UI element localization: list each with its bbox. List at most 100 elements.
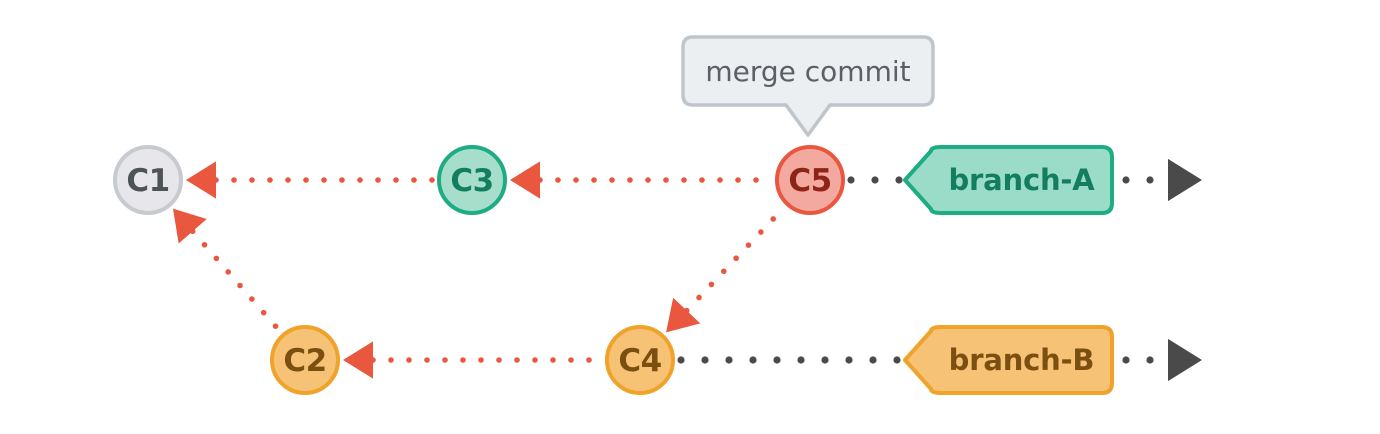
edge-dot-C4-C2 [568,357,574,363]
edge-dot-C5-C4 [770,216,776,222]
arrowhead-C5-to-C4 [666,297,701,333]
edge-dot-C5-C3 [573,177,579,183]
branch-tag-label-branch-A: branch-A [949,163,1096,197]
edge-dot-C5-C3 [663,177,669,183]
edge-dot-C4-C2 [388,357,394,363]
timeline-dot-right-branch-B [1122,356,1130,364]
edge-dot-C2-C1 [201,242,208,248]
edge-dot-C3-C1 [285,177,291,183]
edge-dot-C5-C3 [591,177,597,183]
edge-dot-C3-C1 [357,177,363,183]
commit-circle-C1 [113,145,183,215]
timeline-dot-left-branch-B [701,356,709,364]
edge-dot-C5-C3 [555,177,561,183]
edge-dot-C2-C1 [272,323,279,330]
edge-dot-C5-C3 [717,177,723,183]
commit-label-C1: C1 [126,163,169,199]
timeline-arrow-branch-A [1168,158,1202,202]
edge-dot-C5-C4 [733,255,739,262]
timeline-dot-right-branch-B [1146,356,1154,364]
edge-dot-C5-C4 [696,294,702,301]
callout-text: merge commit [705,55,910,88]
edge-dot-C5-C3 [609,177,615,183]
edge-dot-C3-C1 [411,177,417,183]
timeline-dot-left-branch-B [725,356,733,364]
commit-circle-C2 [270,325,340,395]
timeline-dot-left-branch-B [845,356,853,364]
commit-label-C5: C5 [788,163,831,199]
edge-dot-C5-C3 [645,177,651,183]
timeline-dot-left-branch-B [797,356,805,364]
edge-dot-C4-C2 [442,357,448,363]
edge-dot-C4-C2 [406,357,412,363]
commit-node-C4[interactable]: C4 [605,325,675,395]
edges-layer [172,161,776,379]
timeline-arrow-branch-B [1168,338,1202,382]
edge-dot-C2-C1 [237,282,243,289]
callout-layer: merge commit [681,35,935,137]
edge-dot-C3-C1 [375,177,381,183]
arrowhead-C3-to-C1 [186,161,216,199]
edge-dot-C4-C2 [586,357,592,363]
edge-dot-C5-C3 [735,177,741,183]
edge-dot-C2-C1 [213,255,220,262]
edge-dot-C2-C1 [225,269,231,275]
edge-dot-C3-C1 [303,177,309,183]
commit-node-C1[interactable]: C1 [113,145,183,215]
commit-node-C5[interactable]: C5 [775,145,845,215]
edge-dot-C3-C1 [267,177,273,183]
edge-dot-C4-C2 [460,357,466,363]
edge-dot-C5-C3 [753,177,759,183]
branch-tags-layer: branch-A branch-B [903,145,1114,395]
edge-dot-C5-C3 [681,177,687,183]
timeline-dot-left-branch-A [847,176,855,184]
timeline-dot-left-branch-B [677,356,685,364]
timeline-dot-left-branch-A [895,176,903,184]
arrowhead-C2-to-C1 [172,208,207,244]
arrowhead-C5-to-C3 [510,161,540,199]
edge-dot-C4-C2 [532,357,538,363]
commit-node-C3[interactable]: C3 [437,145,507,215]
timeline-dot-left-branch-B [773,356,781,364]
commit-label-C4: C4 [618,343,661,379]
edge-dot-C4-C2 [550,357,556,363]
commit-node-C2[interactable]: C2 [270,325,340,395]
edge-dot-C2-C1 [249,296,255,302]
edge-dot-C2-C1 [260,309,267,316]
edge-dot-C5-C4 [758,229,764,235]
timelines-layer [677,158,1202,382]
timeline-dot-right-branch-A [1122,176,1130,184]
edge-dot-C4-C2 [514,357,520,363]
edge-dot-C4-C2 [424,357,430,363]
commit-circle-C4 [605,325,675,395]
edge-dot-C3-C1 [339,177,345,183]
edge-dot-C5-C4 [745,242,752,248]
edge-dot-C5-C3 [699,177,705,183]
merge-commit-callout: merge commit [681,35,935,137]
edge-dot-C5-C3 [627,177,633,183]
edge-dot-C3-C1 [231,177,237,183]
commit-circle-C5 [775,145,845,215]
timeline-dot-left-branch-B [893,356,901,364]
edge-dot-C4-C2 [496,357,502,363]
timeline-dot-left-branch-A [871,176,879,184]
edge-dot-C3-C1 [321,177,327,183]
edge-dot-C3-C1 [249,177,255,183]
branch-tag-branch-A[interactable]: branch-A [903,145,1114,215]
branch-tag-label-branch-B: branch-B [949,343,1095,377]
edge-dot-C4-C2 [478,357,484,363]
timeline-dot-left-branch-B [821,356,829,364]
arrowhead-C4-to-C2 [343,341,373,379]
branch-tag-shape-branch-B [903,325,1114,395]
timeline-dot-left-branch-B [869,356,877,364]
branch-tag-branch-B[interactable]: branch-B [903,325,1114,395]
commit-label-C3: C3 [450,163,493,199]
commit-circle-C3 [437,145,507,215]
timeline-dot-right-branch-A [1146,176,1154,184]
commit-label-C2: C2 [283,343,326,379]
edge-dot-C3-C1 [429,177,435,183]
callout-bubble-shape [681,35,935,137]
edge-dot-C3-C1 [393,177,399,183]
